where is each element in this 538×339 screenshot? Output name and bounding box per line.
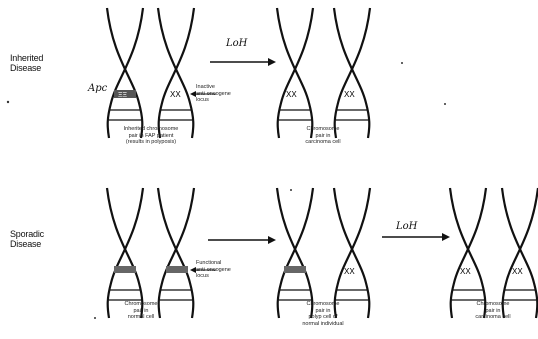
carcinoma-chromosome-pair-2: XX	[334, 8, 370, 138]
svg-text:XX: XX	[512, 267, 523, 276]
caption-polyp-pair: Chromosome pair in polyp cell of normal …	[280, 301, 366, 327]
handwritten-loh-1: LoH	[226, 38, 247, 49]
handwritten-loh-2: LoH	[396, 221, 417, 232]
inherited-chromosome-pair-2: XX	[158, 8, 194, 138]
svg-text:XX: XX	[344, 267, 355, 276]
caption-functional-locus: Functional anti-oncogene locus	[196, 260, 260, 280]
inherited-chromosome-pair-1: ΞΞ	[107, 8, 143, 138]
polyp-chromosome-pair-2: XX	[334, 188, 370, 318]
normal-chromosome-pair-2	[158, 188, 194, 318]
arrow-to-polyp	[208, 236, 276, 244]
row-label-sporadic: Sporadic Disease	[10, 229, 44, 249]
handwritten-apc: Apc	[88, 83, 107, 94]
row-label-inherited: Inherited Disease	[10, 53, 43, 73]
inactive-locus-mark: XX	[170, 90, 181, 99]
carcinoma2-chromosome-pair-2: XX	[502, 188, 538, 318]
svg-text:XX: XX	[344, 90, 355, 99]
svg-text:XX: XX	[460, 267, 471, 276]
caption-carcinoma-1: Chromosome pair in carcinoma cell	[288, 126, 358, 146]
svg-text:ΞΞ: ΞΞ	[118, 92, 128, 99]
caption-inactive-locus: Inactive anti-oncogene locus	[196, 84, 260, 104]
caption-normal-pair: Chromosome pair in normal cell	[106, 301, 176, 321]
caption-carcinoma-2: Chromosome pair in carcinoma cell	[456, 301, 530, 321]
caption-inherited-pair: Inherited chromosome pair in FAP patient…	[96, 126, 206, 146]
normal-chromosome-pair-1	[107, 188, 143, 318]
svg-text:XX: XX	[286, 90, 297, 99]
carcinoma-chromosome-pair-1: XX	[277, 8, 313, 138]
loh-arrow-1	[210, 58, 276, 66]
loh-arrow-2	[382, 233, 450, 241]
carcinoma2-chromosome-pair-1: XX	[450, 188, 486, 318]
polyp-chromosome-pair-1	[277, 188, 313, 318]
